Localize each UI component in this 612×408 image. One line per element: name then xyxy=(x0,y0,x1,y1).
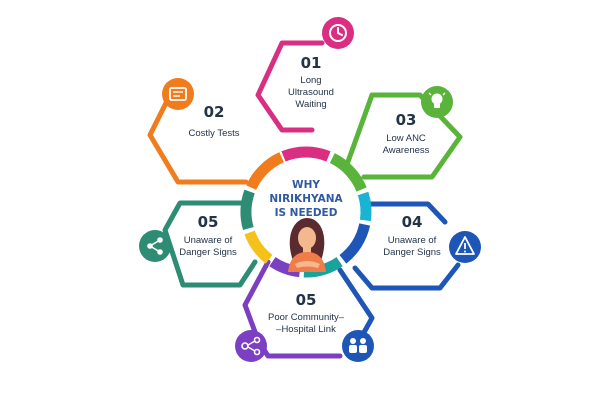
segment-01-number: 01 xyxy=(301,54,322,72)
segment-02-number: 02 xyxy=(204,103,225,121)
segment-04-number: 04 xyxy=(402,213,423,231)
segment-05a-line-1: Unaware of xyxy=(184,235,233,246)
segment-01-line-2: Ultrasound xyxy=(288,87,334,98)
people-icon xyxy=(342,330,374,362)
center-title: WHY NIRIKHYANA IS NEEDED xyxy=(269,179,343,219)
ring-arc-8 xyxy=(240,189,255,231)
segment-03-number: 03 xyxy=(396,111,417,129)
segment-04-line-1: Unaware of xyxy=(388,235,437,246)
segment-03-line-1: Low ANC xyxy=(386,133,426,144)
segment-05b-line-2: –Hospital Link xyxy=(276,324,336,335)
warning-icon xyxy=(449,231,481,263)
segment-05a-outline xyxy=(162,200,258,288)
segment-04-outline-lower xyxy=(352,262,461,291)
segment-01-line-1: Long xyxy=(300,75,321,86)
ring-arc-1 xyxy=(281,146,331,162)
ring-arc-2 xyxy=(329,153,367,192)
segment-01-outline xyxy=(255,40,325,133)
segment-05b-number: 05 xyxy=(296,291,317,309)
lightbulb-icon xyxy=(421,86,453,118)
center-title-line-1: WHY xyxy=(292,179,320,191)
segment-05a-number: 05 xyxy=(198,213,219,231)
center-title-line-3: IS NEEDED xyxy=(275,207,338,219)
share-icon xyxy=(139,230,171,262)
center-disc xyxy=(254,160,358,264)
ring-arc-9 xyxy=(246,152,285,191)
clock-icon xyxy=(322,17,354,49)
segment-02-line-1: Costly Tests xyxy=(188,128,239,139)
ring-arc-7 xyxy=(244,230,273,264)
document-icon xyxy=(162,78,194,110)
segment-04-line-2: Danger Signs xyxy=(383,247,441,258)
segment-05b-outline-right xyxy=(337,267,375,339)
segment-05a-line-2: Danger Signs xyxy=(179,247,237,258)
segment-03-line-2: Awareness xyxy=(383,145,430,156)
center-title-line-2: NIRIKHYANA xyxy=(269,193,343,205)
network-icon xyxy=(235,330,267,362)
woman-illustration xyxy=(288,218,326,272)
ring-arc-3 xyxy=(357,191,372,222)
segment-01-line-3: Waiting xyxy=(295,99,326,110)
segment-icons xyxy=(139,17,481,362)
segment-05b-line-1: Poor Community– xyxy=(268,312,345,323)
ring-arc-4 xyxy=(339,223,371,264)
segment-labels: 01 Long Ultrasound Waiting 02 Costly Tes… xyxy=(179,54,441,335)
segment-04-outline xyxy=(365,201,448,225)
